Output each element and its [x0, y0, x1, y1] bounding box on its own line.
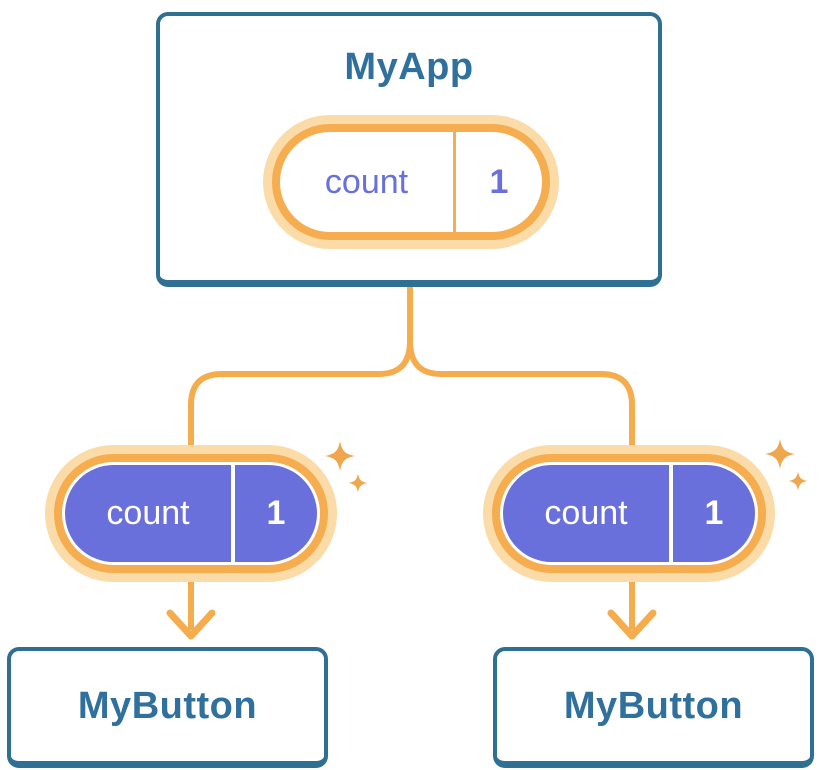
prop-pill-left: count 1 [45, 445, 337, 582]
sparkle-group-left [325, 441, 368, 493]
component-title: MyButton [77, 684, 258, 727]
prop-pill-body: count 1 [503, 465, 755, 562]
component-card-mybutton-right: MyButton [493, 647, 814, 768]
state-name: count [324, 162, 409, 201]
pill-divider [669, 465, 673, 562]
prop-value: 1 [673, 465, 755, 562]
prop-name: count [503, 465, 669, 562]
pill-divider [231, 465, 235, 562]
state-value: 1 [489, 162, 509, 201]
component-card-mybutton-left: MyButton [7, 647, 328, 768]
component-title: MyApp [344, 46, 474, 88]
left-branch-connector [188, 284, 413, 452]
prop-pill-body: count 1 [65, 465, 317, 562]
sparkle-group-right [765, 439, 808, 491]
sparkle-icon [765, 439, 795, 469]
sparkle-icon [788, 471, 808, 491]
sparkle-icon [325, 441, 355, 471]
prop-name: count [65, 465, 231, 562]
prop-pill-right: count 1 [483, 445, 775, 582]
state-pill: count 1 [263, 115, 559, 249]
component-card-myapp: MyApp count 1 [156, 12, 662, 287]
state-pill-ring: count 1 [272, 124, 550, 240]
prop-value: 1 [235, 465, 317, 562]
right-arrow-head [607, 609, 657, 640]
state-pill-body: count 1 [280, 132, 542, 232]
prop-pill-ring: count 1 [492, 454, 766, 573]
right-branch-connector [407, 284, 635, 452]
sparkle-icon [348, 473, 368, 493]
left-arrow-head [166, 609, 216, 640]
pill-divider [453, 132, 456, 232]
component-title: MyButton [563, 684, 744, 727]
prop-pill-ring: count 1 [54, 454, 328, 573]
